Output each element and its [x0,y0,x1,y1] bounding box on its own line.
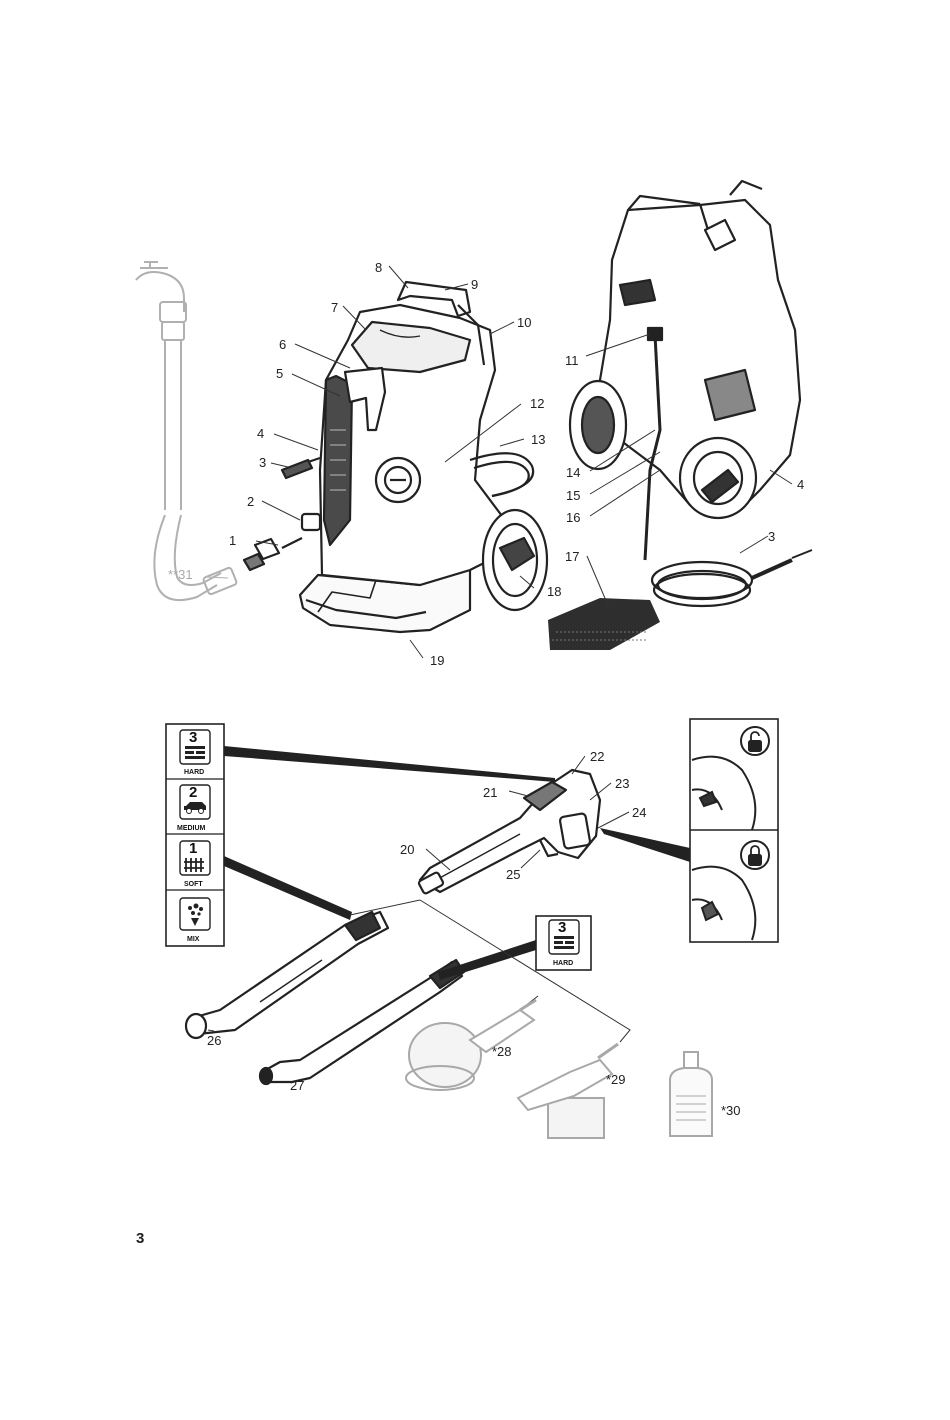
spray-mode-legend: 3 HARD 2 MEDIUM 1 [166,724,224,946]
pressure-washer-front-view [244,282,547,632]
rotating-wash-brush [406,1000,536,1090]
page-number: 3 [136,1230,144,1247]
foam-nozzle-bottle [518,1044,618,1138]
callout-1: 1 [229,533,236,548]
lance-mode-badge: 3 HARD [536,916,591,970]
callout-28: *28 [492,1044,512,1059]
callout-31: **31 [168,567,193,582]
lock-pointer [600,828,690,862]
lance-badge-level: 3 [558,919,566,936]
filter-mat [548,598,660,650]
callout-15: 15 [566,488,580,503]
pressure-washer-rear-view [570,181,812,606]
callout-26: 26 [207,1033,221,1048]
callout-14: 14 [566,465,580,480]
callout-10: 10 [517,315,531,330]
callout-30: *30 [721,1103,741,1118]
callout-9: 9 [471,277,478,292]
faucet-and-garden-hose [136,262,237,600]
callout-13: 13 [531,432,545,447]
callout-6: 6 [279,337,286,352]
callout-19: 19 [430,653,444,668]
spray-mode-mix-label: MIX [187,936,200,943]
callout-29: *29 [606,1072,626,1087]
callout-24: 24 [632,805,646,820]
callout-11: 11 [565,353,579,368]
callout-25: 25 [506,867,520,882]
spray-mode-soft-label: SOFT [184,881,203,888]
legend-pointer-soft [224,856,352,920]
callout-23: 23 [615,776,629,791]
callout-17: 17 [565,549,579,564]
callout-8: 8 [375,260,382,275]
detergent-bottle [670,1052,712,1136]
badge-pointer [438,940,536,980]
callout-20: 20 [400,842,414,857]
callout-2: 2 [247,494,254,509]
callout-4: 4 [257,426,264,441]
trigger-lock-panels [690,719,778,942]
callout-3-rear: 3 [768,529,775,544]
lance-badge-label: HARD [553,960,573,967]
spray-mode-medium-label: MEDIUM [177,825,206,832]
spray-mode-medium-level: 2 [189,784,197,801]
callout-7: 7 [331,300,338,315]
spray-mode-hard-label: HARD [184,769,204,776]
legend-pointer-hard [224,746,555,782]
callout-18: 18 [547,584,561,599]
spray-mode-soft-level: 1 [189,840,197,857]
callout-22: 22 [590,749,604,764]
callout-21: 21 [483,785,497,800]
callout-4-rear: 4 [797,477,804,492]
callout-5: 5 [276,366,283,381]
callout-16: 16 [566,510,580,525]
callout-12: 12 [530,396,544,411]
callout-3: 3 [259,455,266,470]
callout-27: 27 [290,1078,304,1093]
spray-mode-hard-level: 3 [189,729,197,746]
